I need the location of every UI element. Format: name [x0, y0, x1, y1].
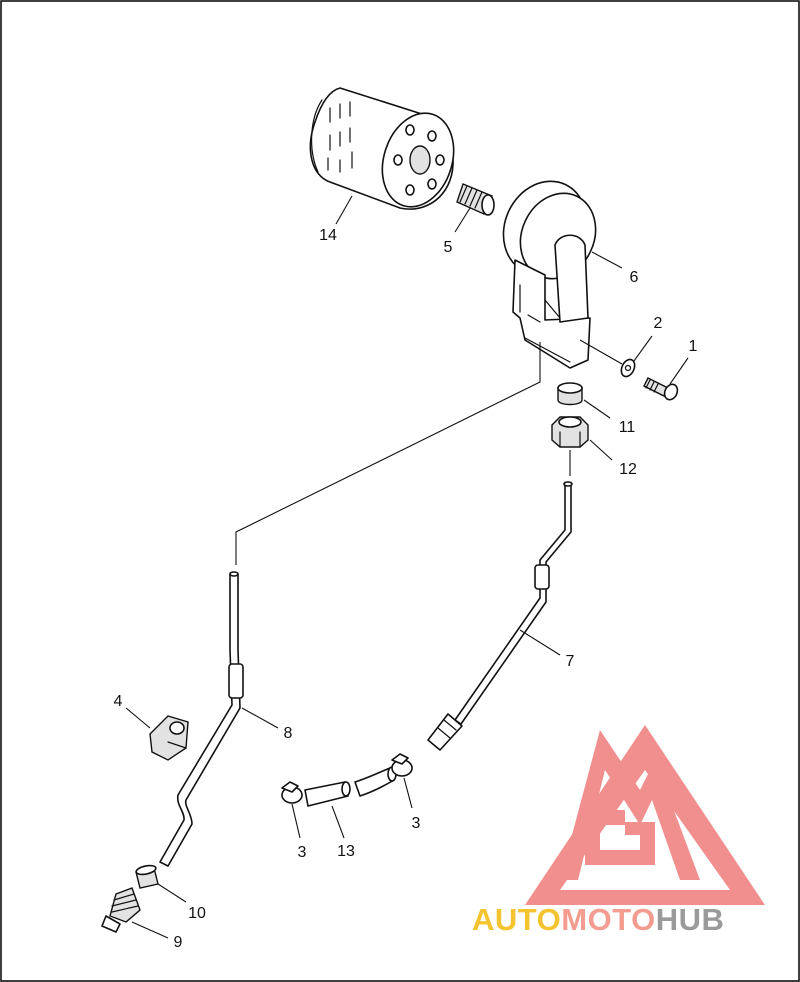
part-14-oil-filter [309, 87, 455, 210]
part-13-hose [304, 766, 397, 807]
part-10-ferrule [135, 864, 159, 889]
oil-line-8-sleeve [228, 663, 244, 699]
clamp-hole [169, 721, 185, 735]
leader-13 [331, 805, 345, 839]
leader-3a [291, 803, 301, 839]
fitting-stem [101, 915, 121, 933]
leader-3b [403, 777, 413, 809]
part-2-washer [620, 358, 636, 378]
ferrule-10-top [135, 864, 157, 876]
leader-12 [589, 439, 613, 461]
callout-13: 13 [337, 843, 355, 860]
mount-arm [554, 234, 589, 323]
watermark-moto: MOTO [561, 902, 655, 937]
part-5-nipple [456, 183, 495, 216]
callout-6: 6 [630, 269, 639, 286]
oil-filter-flutes [327, 101, 353, 173]
oil-line-8-end [229, 571, 239, 577]
leader-7 [519, 629, 561, 656]
clamp-body [149, 715, 189, 761]
leader-14 [335, 195, 353, 225]
oil-filter-center-hole [409, 145, 431, 175]
callout-11: 11 [619, 419, 636, 436]
automotohub-logo [525, 725, 765, 905]
leader-11 [583, 399, 611, 419]
nut-bore [558, 416, 582, 428]
leader-6 [591, 251, 623, 269]
leader-5 [454, 207, 471, 233]
hose-segment-left [304, 781, 349, 807]
part-8-oil-line [159, 571, 244, 867]
leader-10 [157, 883, 187, 903]
watermark-auto: AUTO [472, 902, 561, 937]
part-4-clamp [149, 715, 189, 761]
bolt-head [663, 383, 679, 401]
leader-mount-bolt [579, 339, 623, 365]
logo-g-shape [585, 810, 655, 865]
leader-mount-to-8 [235, 342, 541, 565]
part-9-fitting [101, 887, 141, 933]
part-1-bolt [643, 377, 679, 401]
callout-5: 5 [444, 239, 453, 256]
fitting-body [109, 887, 141, 923]
oil-line-8-tube [159, 573, 241, 867]
oil-filter-rim [311, 99, 323, 173]
part-11-ferrule [557, 382, 583, 406]
callout-3-left: 3 [298, 844, 307, 861]
nipple-end [481, 194, 495, 216]
callout-7: 7 [566, 653, 575, 670]
mount-edges [519, 284, 571, 363]
callout-9: 9 [174, 934, 183, 951]
part-12-nut [551, 416, 589, 448]
leader-8 [241, 707, 279, 729]
leader-2 [633, 335, 653, 362]
logo-m-shape [560, 730, 700, 880]
oil-line-7-sleeve [534, 564, 550, 590]
part-6-filter-mount [502, 180, 597, 369]
callout-10: 10 [188, 905, 206, 922]
leader-4 [125, 707, 151, 729]
part-7-oil-line [427, 481, 573, 751]
callout-1: 1 [689, 338, 698, 355]
leader-1 [669, 357, 689, 385]
leader-9 [131, 921, 169, 939]
callout-14: 14 [319, 227, 337, 244]
part-3-clamp-right [391, 753, 413, 777]
oil-line-7-fitting [427, 713, 463, 751]
part-3-clamp-left [281, 781, 303, 804]
oil-filter-outer-holes [393, 124, 445, 196]
ferrule-top [557, 382, 583, 394]
callout-4: 4 [114, 693, 123, 710]
callout-3-right: 3 [412, 815, 421, 832]
watermark-text: AUTOMOTOHUB [472, 902, 724, 937]
oil-line-7-end [563, 481, 573, 487]
callout-2: 2 [654, 315, 663, 332]
oil-line-7-tube [454, 483, 572, 725]
mount-body [512, 259, 591, 369]
callout-8: 8 [284, 725, 293, 742]
watermark-hub: HUB [656, 902, 725, 937]
callout-12: 12 [619, 461, 637, 478]
